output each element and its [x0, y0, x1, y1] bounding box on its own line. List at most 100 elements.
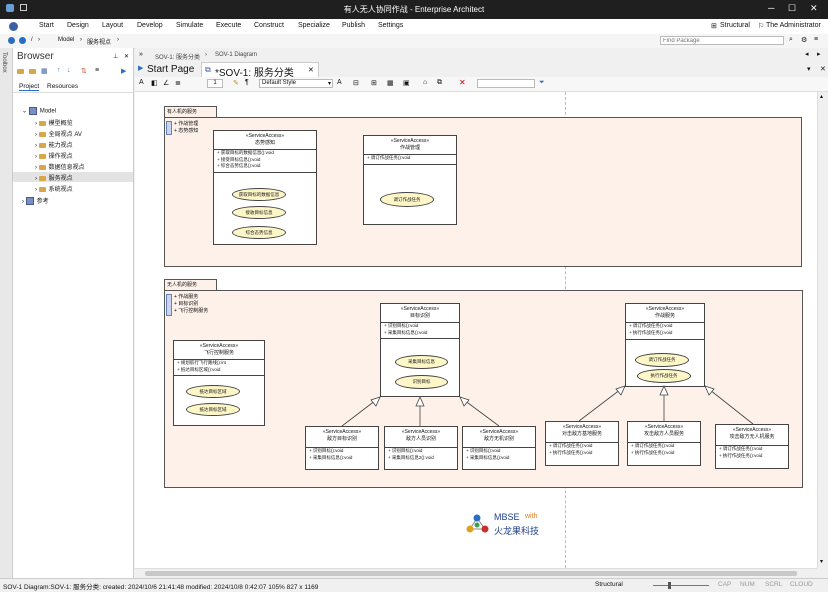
minimize-button[interactable]: ─	[768, 3, 775, 13]
usecase-oval[interactable]: 综合态势信息	[232, 226, 286, 239]
new-folder-icon[interactable]	[29, 68, 39, 75]
group-icon[interactable]: ⧉	[437, 79, 442, 86]
layout-icon[interactable]: ⌂	[423, 79, 428, 86]
window-menu-icon[interactable]	[20, 4, 27, 11]
line-width-icon[interactable]: ≣	[175, 80, 181, 87]
search-icon[interactable]: ⌕	[789, 36, 793, 43]
collapse-icon[interactable]: ⌄	[22, 108, 29, 115]
tree-item-operational[interactable]: › 操作视点	[35, 153, 73, 160]
fill-color-icon[interactable]: ◧	[151, 80, 158, 87]
style-select[interactable]: Default Style▾	[259, 79, 333, 88]
tree-item-data[interactable]: › 数据信息视点	[35, 164, 85, 171]
align-icon[interactable]: ⊟	[353, 80, 359, 87]
back-icon[interactable]	[8, 37, 15, 44]
funnel-icon[interactable]: ⏷	[539, 79, 545, 86]
toolbox-label[interactable]: Toolbox	[1, 52, 7, 73]
diagram-canvas[interactable]: 有人机的服务 + 作战管理 + 态势感知 «ServiceAccess»态势感知…	[135, 92, 817, 568]
new-package-icon[interactable]	[17, 68, 27, 75]
doc-close-icon[interactable]: ✕	[820, 66, 826, 73]
line-color-icon[interactable]: ∠	[163, 80, 170, 87]
menu-publish[interactable]: Publish	[342, 22, 365, 29]
new-diagram-icon[interactable]: ▦	[41, 68, 48, 75]
perspective-selector[interactable]: Structural	[720, 22, 750, 29]
same-size-icon[interactable]: ▣	[403, 80, 410, 87]
forward-icon[interactable]	[19, 37, 26, 44]
class-combat-management[interactable]: «ServiceAccess»作战管理 + 调订作战任务():void	[363, 135, 457, 225]
find-package-input[interactable]	[660, 36, 784, 45]
delete-icon[interactable]: ✕	[459, 78, 466, 87]
zoom-number-input[interactable]: 1	[207, 79, 223, 88]
class-attack-personnel[interactable]: «ServiceAccess»攻击敌方人员服务 + 调订作战任务():void …	[627, 421, 701, 466]
usecase-oval[interactable]: 执行作战任务	[637, 369, 691, 383]
tab-sov1-active[interactable]: ⧉ *SOV-1: 服务分类 ✕	[201, 62, 319, 79]
tree-item-model-overview[interactable]: › 模型概览	[35, 120, 73, 127]
horizontal-scrollbar[interactable]	[135, 568, 817, 579]
path-model[interactable]: Model	[58, 37, 75, 43]
scroll-thumb[interactable]	[145, 571, 797, 576]
expand-arrow-icon[interactable]: ▶	[121, 68, 127, 75]
prev-arrow-icon[interactable]: ◂	[805, 51, 809, 58]
move-down-icon[interactable]: ↓	[67, 67, 71, 74]
ea-logo-icon[interactable]	[9, 22, 18, 31]
tree-item-systems[interactable]: › 系统视点	[35, 186, 73, 193]
tab-start-page[interactable]: Start Page	[147, 64, 195, 75]
filter-text-input[interactable]	[477, 79, 535, 88]
menu-simulate[interactable]: Simulate	[176, 22, 204, 29]
path-root[interactable]: /	[31, 37, 33, 43]
usecase-oval[interactable]: 抵达目标区域	[186, 403, 240, 416]
usecase-oval[interactable]: 识别目标	[395, 375, 448, 389]
next-arrow-icon[interactable]: ▸	[817, 51, 821, 58]
align-center-icon[interactable]: ⊞	[371, 80, 377, 87]
menu-develop[interactable]: Develop	[137, 22, 163, 29]
tree-item-capability[interactable]: › 能力视点	[35, 142, 73, 149]
close-panel-icon[interactable]: ✕	[124, 54, 130, 60]
menu-start[interactable]: Start	[39, 22, 54, 29]
font-icon[interactable]: A	[139, 79, 144, 86]
usecase-oval[interactable]: 调订作战任务	[635, 353, 689, 367]
tree-root-reference[interactable]: › 参考	[22, 197, 49, 206]
text-style-icon[interactable]: A	[337, 79, 342, 86]
menu-specialize[interactable]: Specialize	[298, 22, 330, 29]
move-up-icon[interactable]: ↑	[57, 67, 61, 74]
pin-icon[interactable]: ⊥	[113, 54, 119, 60]
menu-icon[interactable]: ≡	[814, 36, 819, 43]
menu-construct[interactable]: Construct	[254, 22, 284, 29]
crumb-diagram-type[interactable]: SOV-1 Diagram	[215, 52, 258, 58]
menu-layout[interactable]: Layout	[102, 22, 124, 29]
vertical-scrollbar[interactable]: ▴ ▾	[817, 92, 828, 568]
menu-execute[interactable]: Execute	[216, 22, 242, 29]
package2-tab[interactable]: 无人机的服务	[164, 279, 217, 291]
sort-icon[interactable]: ⇅	[81, 68, 87, 75]
class-enemy-personnel-recog[interactable]: «ServiceAccess»敌方人员识别 + 识别目标():void + 采集…	[384, 426, 458, 470]
tab-project[interactable]: Project	[19, 83, 40, 91]
filter-icon[interactable]: ⚙	[801, 37, 808, 44]
menu-settings[interactable]: Settings	[378, 22, 404, 29]
tab-resources[interactable]: Resources	[47, 83, 79, 90]
close-button[interactable]: ✕	[810, 3, 818, 13]
menu-design[interactable]: Design	[67, 22, 89, 29]
maximize-button[interactable]: ☐	[788, 3, 797, 13]
double-chevron-icon[interactable]: »	[139, 51, 143, 58]
user-name[interactable]: The Administrator	[766, 22, 821, 29]
perspective-icon[interactable]: ⊞	[711, 23, 717, 30]
usecase-oval[interactable]: 获取目标的数据信息	[232, 188, 286, 201]
distribute-icon[interactable]: ▦	[387, 80, 394, 87]
scroll-up-icon[interactable]: ▴	[820, 94, 824, 100]
class-attack-base[interactable]: «ServiceAccess»对击敌方基地服务 + 调订作战任务():void …	[545, 421, 619, 466]
class-attack-uav[interactable]: «ServiceAccess»攻击敌方无人机服务 + 调订作战任务():void…	[715, 424, 789, 469]
tree-item-services[interactable]: › 服务视点	[35, 175, 73, 182]
usecase-oval[interactable]: 接收目标信息	[232, 206, 286, 219]
scroll-down-icon[interactable]: ▾	[820, 559, 824, 565]
toolbox-strip[interactable]: Toolbox	[0, 48, 13, 578]
crumb-diagram-name[interactable]: SOV-1: 服务分类	[155, 55, 201, 61]
status-perspective[interactable]: Structural	[595, 581, 623, 588]
zoom-slider-thumb[interactable]	[668, 582, 671, 589]
style-icon[interactable]: ¶	[245, 79, 249, 86]
zoom-slider[interactable]	[653, 585, 709, 586]
tree-item-av[interactable]: › 全局视点 AV	[35, 131, 82, 138]
tab-close-icon[interactable]: ✕	[308, 67, 314, 74]
class-enemy-target-recog[interactable]: «ServiceAccess»敌方目标识别 + 识别目标():void + 采集…	[305, 426, 379, 470]
usecase-oval[interactable]: 采集目标信息	[395, 355, 448, 369]
format-painter-icon[interactable]: ✎	[233, 80, 239, 87]
tab-list-icon[interactable]: ▾	[807, 66, 811, 73]
